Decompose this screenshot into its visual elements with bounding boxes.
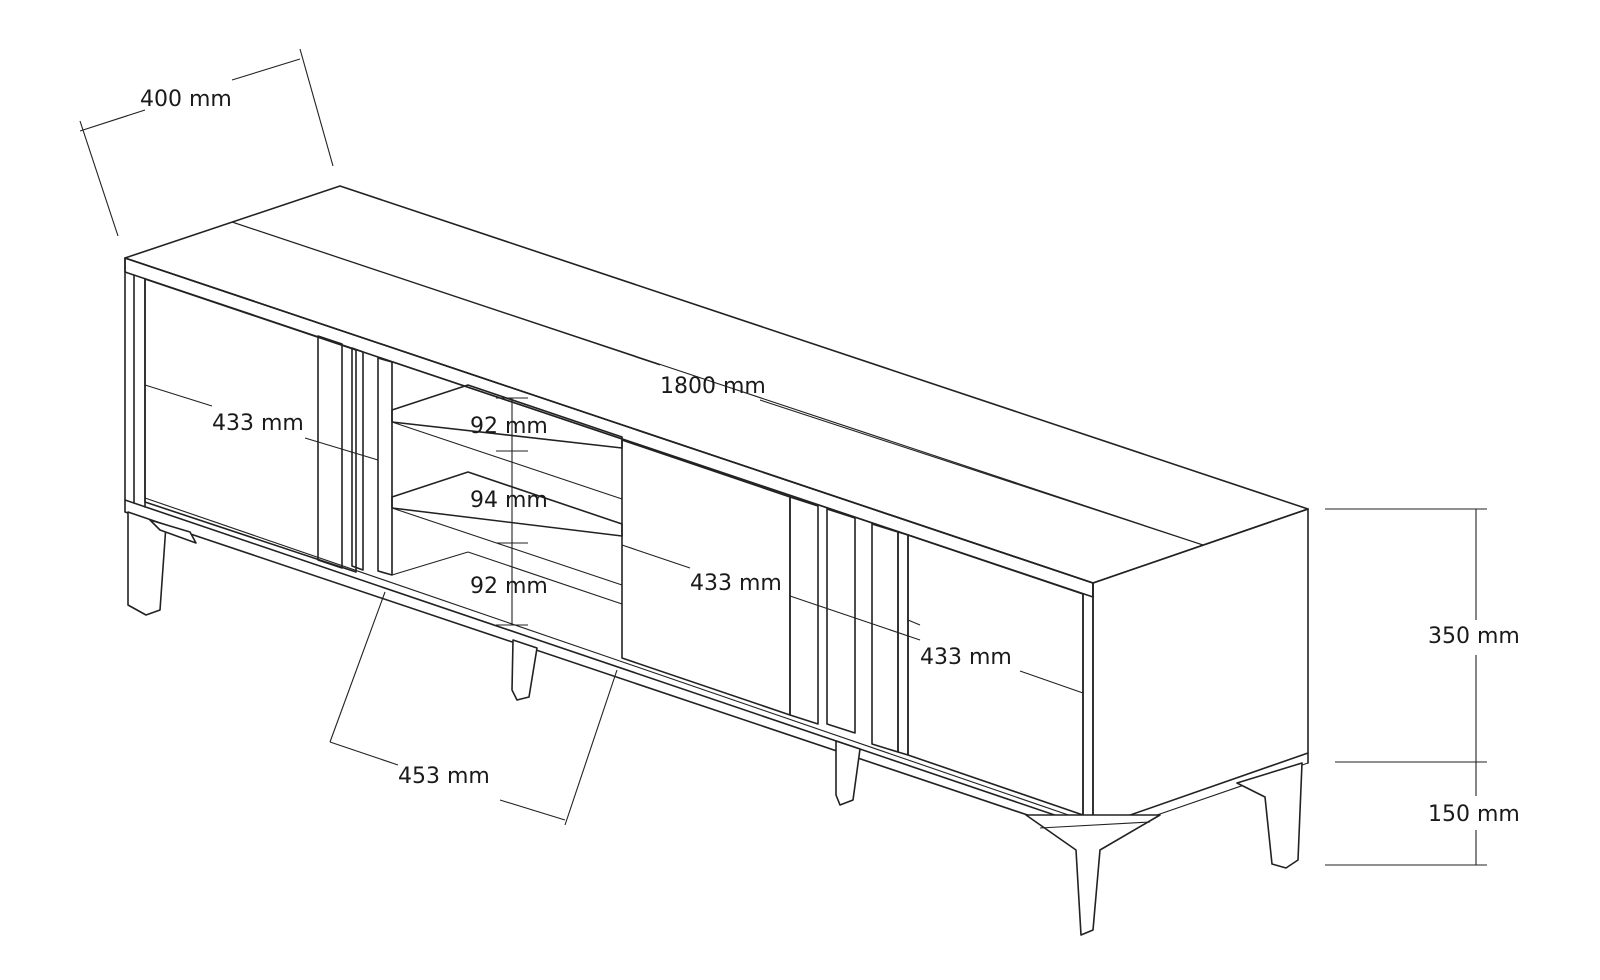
- right-door-handle: [871, 523, 899, 753]
- dimension-labels: 400 mm 1800 mm 433 mm 92 mm 94 mm 92 mm …: [140, 87, 1520, 827]
- depth-label: 400 mm: [140, 87, 232, 112]
- left-door-panel: [144, 278, 357, 573]
- center-door-dim-leader-2: [789, 595, 921, 641]
- right-door-dim-leader-1: [907, 619, 921, 626]
- leg-front-left-brace: [149, 519, 197, 544]
- depth-dim-line-1: [79, 109, 146, 132]
- width-label: 1800 mm: [660, 374, 766, 399]
- compartment-dim-line-2: [499, 799, 566, 821]
- compartment-bottom-back: [391, 551, 469, 576]
- compartment-dim-line-1: [329, 741, 399, 766]
- right-door-height-label: 433 mm: [920, 645, 1012, 670]
- dimension-lines: [79, 48, 1487, 866]
- width-dim-line-1: [231, 221, 661, 366]
- left-door-height-label: 433 mm: [212, 411, 304, 436]
- right-door-edge: [897, 531, 909, 756]
- leg-middle-back: [511, 639, 538, 701]
- depth-ext-right: [299, 48, 334, 167]
- depth-dim-line-2: [231, 58, 301, 81]
- right-door-panel: [907, 534, 1084, 816]
- center-door: [621, 439, 856, 734]
- center-door-height-label: 433 mm: [690, 571, 782, 596]
- legs: [127, 511, 1303, 936]
- depth-ext-left: [79, 120, 119, 237]
- left-door-handle: [317, 335, 343, 569]
- shelf-middle-gap-label: 94 mm: [470, 488, 548, 513]
- left-door-edge-strip: [377, 357, 393, 576]
- shelf-2-front: [391, 507, 623, 586]
- compartment-ext-right: [564, 669, 618, 826]
- leg-front-right: [1025, 814, 1161, 936]
- leg-height-label: 150 mm: [1428, 802, 1520, 827]
- shelf-bottom-gap-label: 92 mm: [470, 574, 548, 599]
- width-dim-line-2: [759, 399, 1204, 546]
- center-door-handle-groove: [826, 508, 856, 734]
- center-door-handle: [789, 496, 819, 725]
- left-door-handle-groove: [351, 347, 364, 571]
- left-door-dim-leader-1: [144, 384, 213, 407]
- compartment-ext-left: [329, 591, 386, 743]
- shelf-top-gap-label: 92 mm: [470, 414, 548, 439]
- leg-middle-front: [835, 740, 861, 806]
- compartment-bottom-back-2: [467, 551, 623, 605]
- shelf-1-front: [391, 421, 623, 500]
- inner-bottom-rail: [144, 497, 1084, 821]
- center-door-dim-leader-1: [621, 544, 691, 569]
- compartment-width-label: 453 mm: [398, 764, 490, 789]
- leg-back-right: [1236, 762, 1303, 869]
- leg-front-right-brace: [1039, 821, 1151, 829]
- left-door-dim-leader-2: [304, 437, 379, 461]
- body-height-label: 350 mm: [1428, 624, 1520, 649]
- right-door-dim-leader-2: [1019, 670, 1084, 694]
- cabinet-body: [124, 185, 1309, 838]
